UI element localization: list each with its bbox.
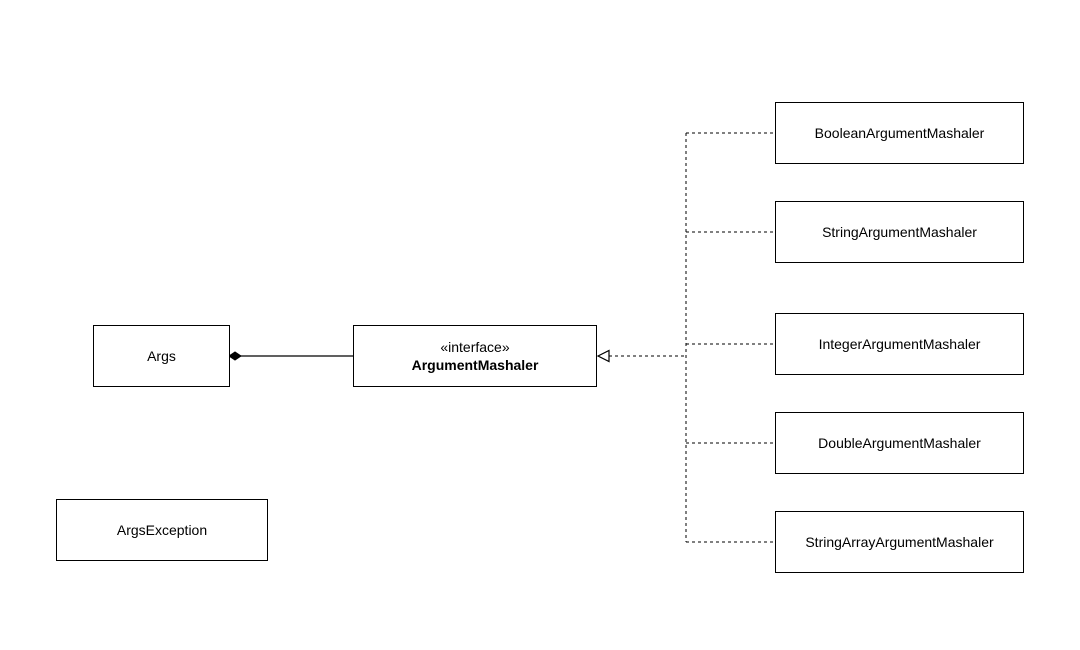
class-name-string-array: StringArrayArgumentMashaler [805,534,994,550]
class-name-args-exception: ArgsException [116,522,208,538]
class-string-argument-mashaler[interactable]: StringArgumentMashaler [775,201,1024,263]
class-name-argument-mashaler: ArgumentMashaler [411,357,539,373]
class-double-argument-mashaler[interactable]: DoubleArgumentMashaler [775,412,1024,474]
class-name-boolean: BooleanArgumentMashaler [814,125,985,141]
class-args-exception[interactable]: ArgsException [56,499,268,561]
composition-diamond-icon [228,351,242,361]
class-integer-argument-mashaler[interactable]: IntegerArgumentMashaler [775,313,1024,375]
class-args[interactable]: Args [93,325,230,387]
stereotype-label: «interface» [440,339,510,355]
class-name-double: DoubleArgumentMashaler [818,435,981,451]
realization-arrowhead-icon [596,349,610,363]
class-name-string: StringArgumentMashaler [822,224,977,240]
class-argument-mashaler[interactable]: «interface» ArgumentMashaler [353,325,597,387]
class-name-args: Args [147,348,176,364]
class-name-integer: IntegerArgumentMashaler [818,336,981,352]
class-boolean-argument-mashaler[interactable]: BooleanArgumentMashaler [775,102,1024,164]
class-string-array-argument-mashaler[interactable]: StringArrayArgumentMashaler [775,511,1024,573]
